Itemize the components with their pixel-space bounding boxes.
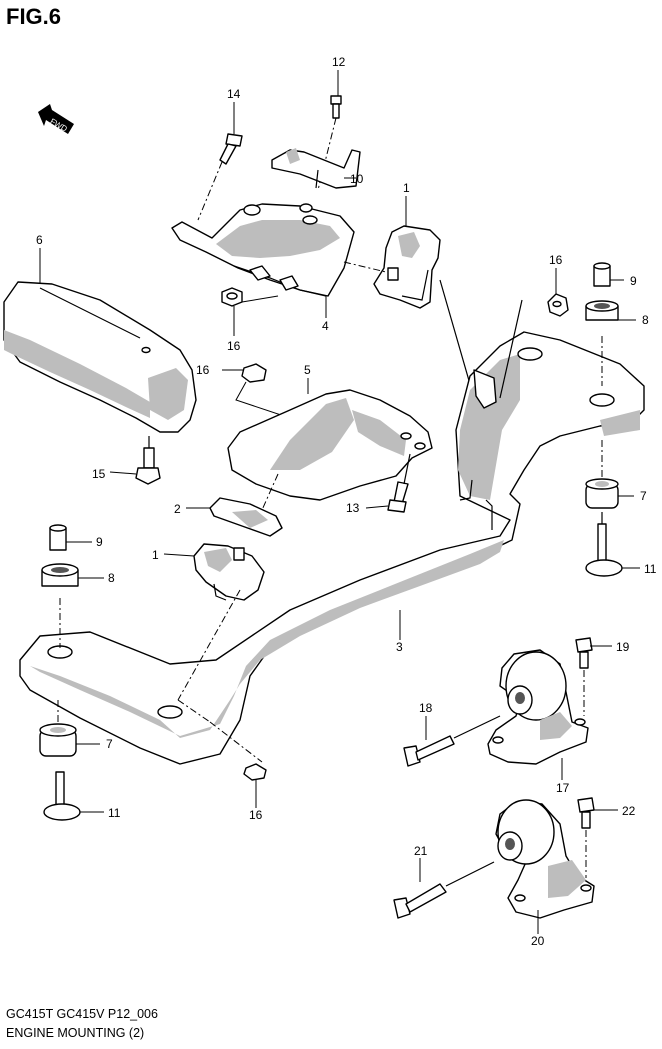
fwd-arrow-icon: FWD [38,104,74,134]
callout-22: 22 [622,804,636,818]
nut-16-b [235,363,297,421]
nut-16-a [221,287,279,307]
bolt-21 [393,861,495,919]
callout-16-upper-left: 16 [227,339,241,353]
callout-21: 21 [414,844,428,858]
callout-16-right: 16 [549,253,563,267]
leader-lines [39,70,640,934]
callout-12: 12 [332,55,346,69]
plate-2 [209,473,283,537]
callout-8-left: 8 [108,571,115,585]
mount-1-upper [343,225,475,399]
bolt-18 [403,715,501,767]
bolt-22 [577,797,595,878]
footer-code: GC415T GC415V P12_006 [6,1007,158,1021]
callout-15: 15 [92,467,106,481]
figure-title: FIG.6 [6,4,62,29]
callout-16-bottom: 16 [249,808,263,822]
sleeve-9-right [593,262,611,287]
sleeve-9-left [49,524,67,551]
bolt-14 [197,133,243,221]
callout-1-upper: 1 [403,181,410,195]
callout-10: 10 [350,172,364,186]
callout-6: 6 [36,233,43,247]
bolt-11-left [43,771,81,821]
bushing-8-left [41,563,79,648]
engine-mount-20 [495,799,595,919]
bolt-13 [387,453,411,513]
engine-mount-17 [487,649,589,765]
callout-20: 20 [531,934,545,948]
bushing-7-left [39,700,77,757]
callout-5: 5 [304,363,311,377]
callout-13: 13 [346,501,360,515]
nut-16-d [243,763,267,781]
bracket-5 [227,389,433,501]
footer-name: ENGINE MOUNTING (2) [6,1026,145,1040]
callout-18: 18 [419,701,433,715]
callout-17: 17 [556,781,570,795]
callout-14: 14 [227,87,241,101]
callout-8-right: 8 [642,313,649,327]
bolt-19 [575,637,593,716]
mount-1-lower [193,543,265,601]
nut-16-c [547,293,569,317]
callout-16-mid: 16 [196,363,210,377]
cover-6 [3,281,197,433]
callout-9-left: 9 [96,535,103,549]
bushing-8-right [585,300,619,386]
bracket-4 [171,203,355,297]
bushing-7-right [585,440,619,509]
callout-9-right: 9 [630,274,637,288]
callout-2: 2 [174,502,181,516]
callout-numbers: 12 14 10 1 6 16 9 8 4 16 5 16 7 15 13 2 … [36,55,657,948]
callout-7-left: 7 [106,737,113,751]
callout-11-right: 11 [644,562,657,576]
callout-4: 4 [322,319,329,333]
frame-3 [19,299,645,765]
callout-19: 19 [616,640,630,654]
callout-3: 3 [396,640,403,654]
bolt-15 [135,436,161,485]
callout-7-right: 7 [640,489,647,503]
callout-11-left: 11 [108,806,121,820]
bracket-10 [271,148,361,189]
bolt-11-right [585,512,623,577]
callout-1-lower: 1 [152,548,159,562]
